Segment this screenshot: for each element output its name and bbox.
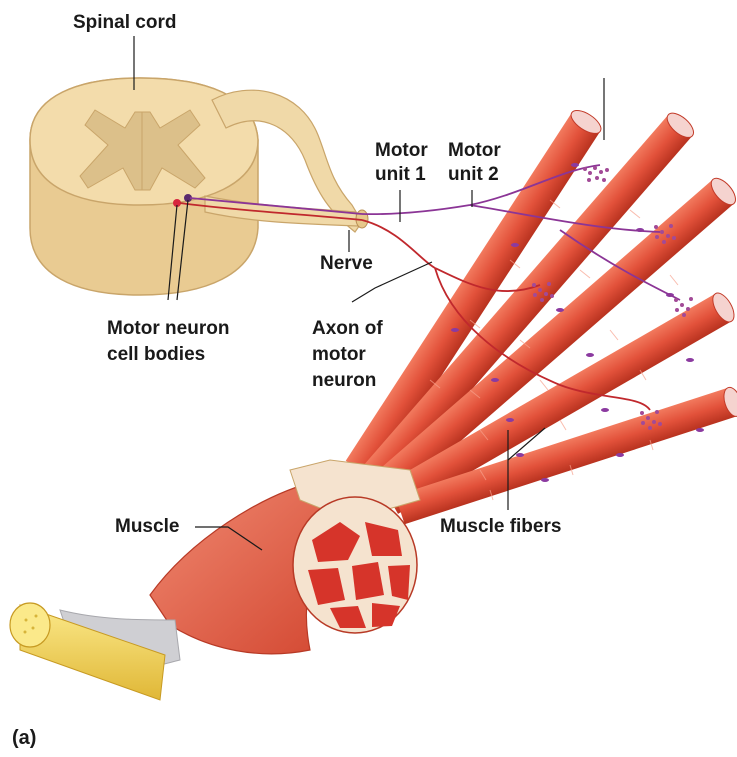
label-motor-unit-1-line1: Motor — [375, 140, 428, 162]
label-spinal-cord: Spinal cord — [73, 12, 176, 34]
label-motor-neuron-cell-bodies-line1: Motor neuron — [107, 318, 229, 340]
label-nerve: Nerve — [320, 253, 373, 275]
tendon-cut-end — [10, 603, 50, 647]
label-motor-neuron-cell-bodies-line2: cell bodies — [107, 344, 205, 366]
label-axon-line2: motor — [312, 344, 366, 366]
label-axon-line1: Axon of — [312, 318, 383, 340]
label-axon-line3: neuron — [312, 370, 376, 392]
label-motor-unit-1-line2: unit 1 — [375, 164, 426, 186]
label-muscle-fibers: Muscle fibers — [440, 516, 561, 538]
muscle-belly — [150, 460, 420, 654]
label-motor-unit-2-line1: Motor — [448, 140, 501, 162]
tendon — [10, 603, 180, 700]
label-motor-unit-2-line2: unit 2 — [448, 164, 499, 186]
panel-label: (a) — [12, 727, 36, 749]
label-muscle: Muscle — [115, 516, 179, 538]
